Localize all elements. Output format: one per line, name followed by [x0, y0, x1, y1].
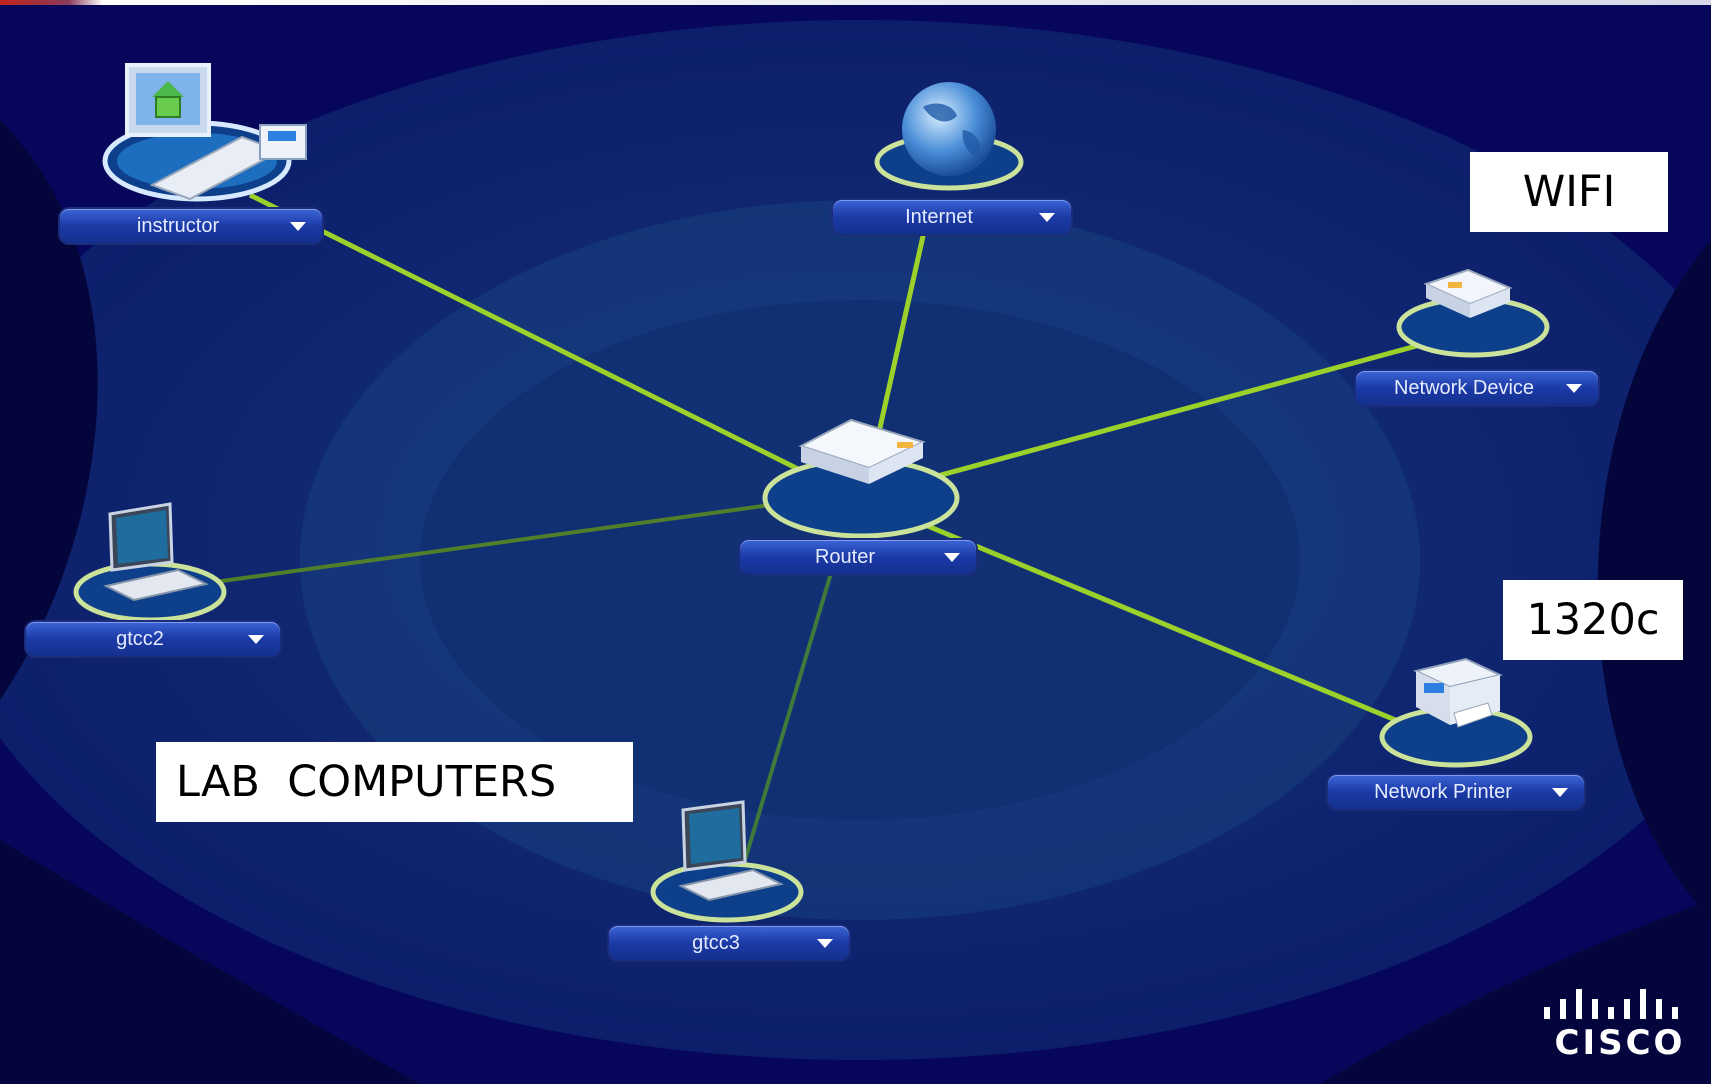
- gtcc3-label-text: gtcc3: [692, 932, 740, 954]
- printer-model-annotation: 1320c: [1503, 580, 1683, 660]
- chevron-down-icon[interactable]: [290, 222, 306, 231]
- router-icon: [762, 418, 960, 539]
- link-router-instructor: [248, 192, 802, 473]
- device-network-device[interactable]: Network Device: [1356, 262, 1598, 405]
- network-device-label-text: Network Device: [1393, 377, 1535, 399]
- chevron-down-icon[interactable]: [1552, 788, 1568, 797]
- internet-label[interactable]: Internet: [833, 200, 1071, 234]
- cisco-bars-icon: [1544, 989, 1678, 1019]
- cisco-logo: CISCO: [1540, 985, 1700, 1065]
- gtcc2-label[interactable]: gtcc2: [26, 622, 280, 656]
- link-router-internet: [872, 204, 933, 451]
- device-internet[interactable]: Internet: [833, 82, 1071, 234]
- link-router-gtcc2: [214, 503, 771, 584]
- chevron-down-icon[interactable]: [944, 553, 960, 562]
- desktop-home-icon: [102, 63, 307, 202]
- cisco-wordmark: CISCO: [1554, 1023, 1686, 1063]
- device-router[interactable]: Router: [740, 412, 976, 574]
- wireless-router-icon: [1396, 268, 1550, 358]
- device-gtcc3[interactable]: gtcc3: [609, 800, 849, 960]
- link-router-gtcc3: [740, 559, 837, 871]
- link-router-network-printer: [917, 519, 1406, 727]
- chevron-down-icon[interactable]: [817, 939, 833, 948]
- laptop-icon: [650, 800, 804, 923]
- router-label-text: Router: [814, 546, 876, 568]
- slide-top-strip: [0, 0, 1711, 5]
- device-gtcc2[interactable]: gtcc2: [26, 500, 280, 656]
- printer-icon: [1379, 657, 1533, 768]
- network-printer-label[interactable]: Network Printer: [1328, 775, 1584, 809]
- instructor-label-text: instructor: [136, 215, 220, 237]
- lab-computers-annotation: LAB COMPUTERS: [156, 742, 633, 822]
- device-network-printer[interactable]: Network Printer: [1328, 655, 1584, 809]
- chevron-down-icon[interactable]: [248, 635, 264, 644]
- gtcc2-label-text: gtcc2: [116, 628, 164, 650]
- chevron-down-icon[interactable]: [1039, 213, 1055, 222]
- network-printer-label-text: Network Printer: [1374, 781, 1512, 803]
- instructor-label[interactable]: instructor: [60, 209, 322, 243]
- link-router-network-device: [929, 342, 1421, 481]
- wifi-annotation: WIFI: [1470, 152, 1668, 232]
- internet-label-text: Internet: [905, 206, 973, 228]
- globe-icon: [874, 82, 1024, 191]
- device-instructor[interactable]: instructor: [60, 55, 332, 243]
- router-label[interactable]: Router: [740, 540, 976, 574]
- gtcc3-label[interactable]: gtcc3: [609, 926, 849, 960]
- network-device-label[interactable]: Network Device: [1356, 371, 1598, 405]
- chevron-down-icon[interactable]: [1566, 384, 1582, 393]
- laptop-icon: [73, 502, 227, 623]
